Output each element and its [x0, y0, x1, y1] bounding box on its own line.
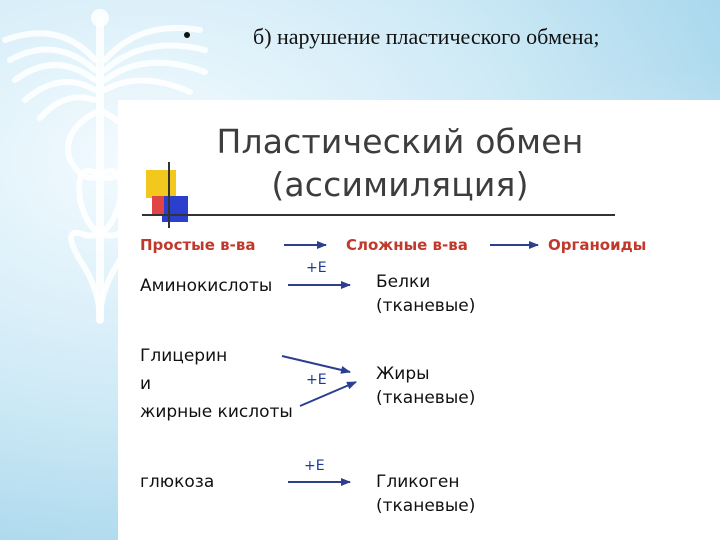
row-right-text: (тканевые) — [376, 388, 476, 408]
header-simple-substances: Простые в-ва — [140, 236, 256, 254]
row-right-text: Белки — [376, 272, 431, 292]
row-left-text: глюкоза — [140, 472, 215, 492]
deco-vertical-line — [168, 162, 170, 228]
bullet-dot — [184, 32, 190, 38]
row-left-text: Аминокислоты — [140, 276, 273, 296]
header-complex-substances: Сложные в-ва — [346, 236, 468, 254]
reaction-arrow — [281, 355, 351, 374]
row-left-text: жирные кислоты — [140, 402, 293, 422]
title-underline — [142, 214, 615, 216]
row-right-text: (тканевые) — [376, 296, 476, 316]
deco-red-square — [152, 196, 164, 214]
header-organoids: Органоиды — [548, 236, 647, 254]
slide-title: б) нарушение пластического обмена; — [253, 24, 600, 49]
energy-label: +E — [306, 260, 327, 276]
deco-yellow-square — [146, 170, 176, 198]
row-right-text: Гликоген — [376, 472, 460, 492]
panel-title: Пластический обмен — [216, 122, 584, 161]
reaction-arrow — [299, 381, 357, 407]
row-right-text: Жиры — [376, 364, 430, 384]
energy-label: +E — [304, 458, 325, 474]
row-left-text: и — [140, 374, 152, 394]
energy-label: +E — [306, 372, 327, 388]
row-right-text: (тканевые) — [376, 496, 476, 516]
deco-blue-square — [162, 196, 188, 222]
content-panel — [118, 100, 720, 540]
row-left-text: Глицерин — [140, 346, 228, 366]
panel-subtitle: (ассимиляция) — [271, 165, 529, 204]
